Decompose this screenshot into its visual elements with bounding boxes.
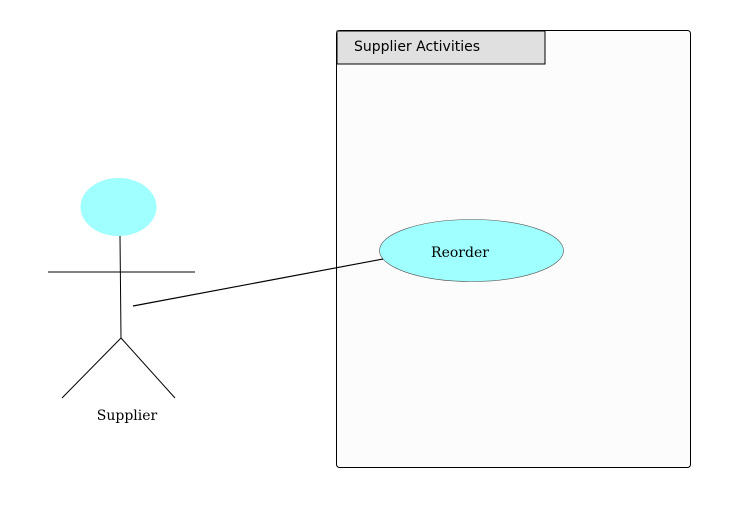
use-case-ellipse [379, 219, 564, 282]
actor-supplier[interactable]: Supplier [48, 178, 195, 424]
association-line[interactable] [132, 258, 384, 307]
actor-head [80, 178, 157, 236]
actor-left-leg [61, 337, 122, 399]
system-boundary-title-tab [336, 30, 546, 65]
actor-right-leg [120, 337, 176, 399]
use-case-label: Reorder [431, 245, 489, 261]
system-boundary-title: Supplier Activities [354, 39, 480, 55]
use-case-reorder[interactable]: Reorder [379, 219, 564, 282]
actor-body [119, 235, 122, 339]
actor-label: Supplier [97, 408, 158, 424]
